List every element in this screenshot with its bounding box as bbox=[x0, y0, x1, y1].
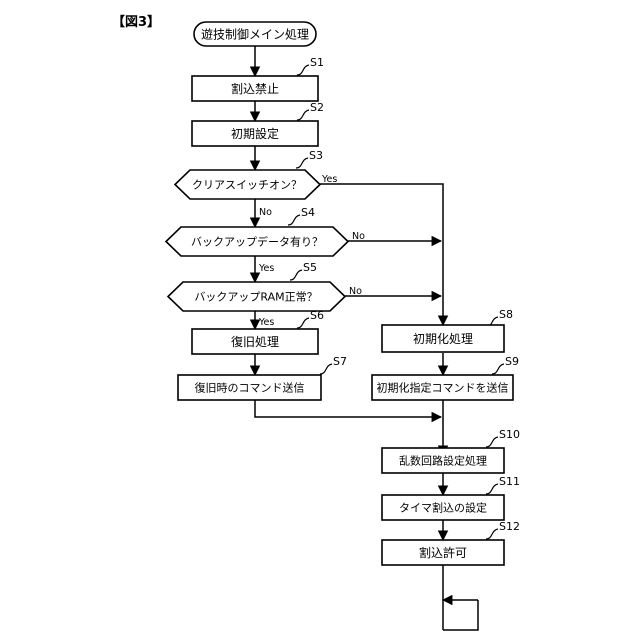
node-s8[interactable]: 初期化処理 bbox=[381, 324, 505, 353]
callout-line-s10 bbox=[485, 436, 499, 448]
node-s5[interactable]: バックアップRAM正常？ bbox=[166, 281, 347, 312]
node-s3-label: クリアスイッチオン？ bbox=[192, 179, 302, 192]
callout-line-s9 bbox=[491, 363, 505, 375]
node-s9-shape bbox=[371, 374, 514, 401]
branch-label-layer: Yes No No Yes No Yes bbox=[258, 174, 365, 328]
node-s7-shape bbox=[177, 374, 322, 401]
branch-label-s4-no: No bbox=[352, 231, 365, 242]
node-s1-label: 割込禁止 bbox=[231, 81, 279, 96]
node-s10-label: 乱数回路設定処理 bbox=[399, 454, 487, 468]
node-s10[interactable]: 乱数回路設定処理 bbox=[381, 447, 505, 474]
branch-label-s5-no: No bbox=[349, 286, 362, 297]
node-s6[interactable]: 復旧処理 bbox=[191, 328, 319, 355]
connector-layer bbox=[249, 46, 479, 631]
callout-line-s1 bbox=[296, 64, 310, 76]
node-s7[interactable]: 復旧時のコマンド送信 bbox=[177, 374, 322, 401]
step-label-s12: S12 bbox=[499, 520, 520, 533]
callout-line-s2 bbox=[296, 109, 310, 121]
node-s11[interactable]: タイマ割込の設定 bbox=[381, 494, 505, 521]
step-label-s4: S4 bbox=[301, 206, 315, 219]
branch-label-s5-yes: Yes bbox=[258, 317, 274, 328]
node-s12-label: 割込許可 bbox=[419, 545, 467, 560]
node-s4-label: バックアップデータ有り？ bbox=[191, 235, 323, 249]
step-label-s1: S1 bbox=[310, 56, 324, 69]
node-s11-label: タイマ割込の設定 bbox=[399, 501, 487, 515]
callout-line-s6 bbox=[296, 317, 310, 329]
node-start-shape bbox=[193, 21, 317, 47]
node-s9[interactable]: 初期化指定コマンドを送信 bbox=[371, 374, 514, 401]
node-s8-label: 初期化処理 bbox=[413, 332, 473, 346]
callout-line-s5 bbox=[289, 269, 303, 281]
node-s2-shape bbox=[191, 120, 319, 147]
edge-s3-yes-to-s8 bbox=[320, 183, 449, 327]
node-s10-shape bbox=[381, 447, 505, 474]
node-start[interactable]: 遊技制御メイン処理 bbox=[193, 21, 317, 47]
step-label-s11: S11 bbox=[499, 475, 520, 488]
callout-line-s4 bbox=[287, 214, 301, 226]
node-start-label: 遊技制御メイン処理 bbox=[201, 27, 309, 42]
node-s6-shape bbox=[191, 328, 319, 355]
callout-line-s11 bbox=[485, 483, 499, 495]
node-s12[interactable]: 割込許可 bbox=[381, 539, 505, 566]
node-s7-label: 復旧時のコマンド送信 bbox=[195, 381, 305, 395]
node-s4-shape bbox=[164, 226, 350, 257]
figure-number-label: 【図3】 bbox=[112, 14, 160, 30]
node-s11-shape bbox=[381, 494, 505, 521]
step-label-s5: S5 bbox=[303, 261, 317, 274]
branch-label-s3-no: No bbox=[259, 207, 272, 218]
node-s5-label: バックアップRAM正常？ bbox=[194, 291, 317, 304]
node-s8-shape bbox=[381, 324, 505, 353]
node-s6-label: 復旧処理 bbox=[231, 334, 279, 349]
step-label-s8: S8 bbox=[499, 308, 513, 321]
step-label-s10: S10 bbox=[499, 428, 520, 441]
node-s3[interactable]: クリアスイッチオン？ bbox=[173, 169, 322, 200]
branch-label-s4-yes: Yes bbox=[258, 263, 274, 274]
step-label-s6: S6 bbox=[310, 309, 324, 322]
callout-line-s3 bbox=[295, 157, 309, 169]
node-s2[interactable]: 初期設定 bbox=[191, 120, 319, 147]
loop-rect-path bbox=[443, 600, 479, 631]
node-s9-label: 初期化指定コマンドを送信 bbox=[377, 381, 509, 395]
step-label-s3: S3 bbox=[309, 149, 323, 162]
step-label-s9: S9 bbox=[505, 355, 519, 368]
edge-s7-to-merge bbox=[254, 400, 443, 423]
callout-line-s12 bbox=[485, 528, 499, 540]
callout-line-s7 bbox=[319, 363, 333, 375]
node-s1[interactable]: 割込禁止 bbox=[191, 75, 319, 102]
step-label-s7: S7 bbox=[333, 355, 347, 368]
node-s3-shape bbox=[173, 169, 322, 200]
node-s4[interactable]: バックアップデータ有り？ bbox=[164, 226, 350, 257]
step-label-s2: S2 bbox=[310, 101, 324, 114]
node-s5-shape bbox=[166, 281, 347, 312]
node-s2-label: 初期設定 bbox=[231, 126, 279, 141]
node-s12-shape bbox=[381, 539, 505, 566]
node-s1-shape bbox=[191, 75, 319, 102]
branch-label-s3-yes: Yes bbox=[321, 174, 337, 185]
